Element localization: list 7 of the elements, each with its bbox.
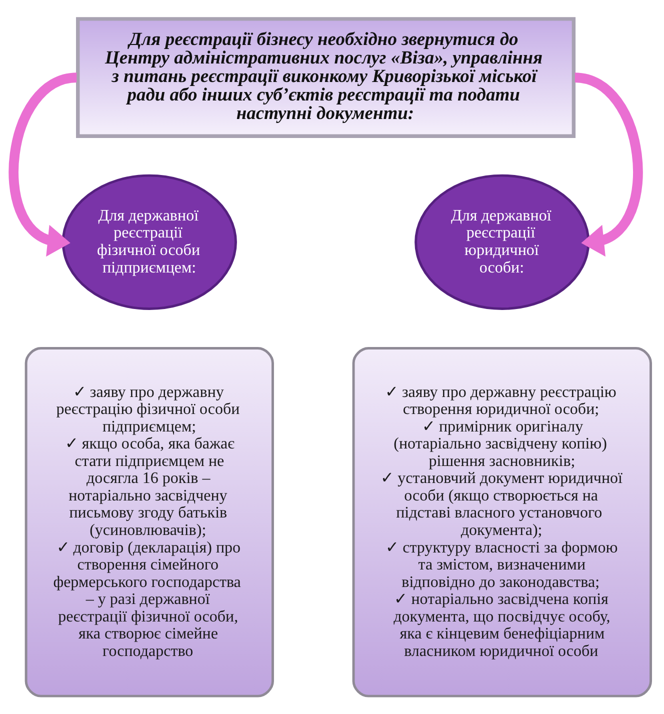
arrow <box>8 72 78 256</box>
node-box: Для реєстрації бізнесу необхідно звернутися до Центру адміністративних послуг «Віза», управління з питань реєстрації виконкому Криворізької міської ради або інших суб’єктів реєстрації та подати наступні документи: <box>76 16 576 138</box>
node-box: ✓ заяву про державну реєстрацію фізичної особи підприємцем; ✓ якщо особа, яка бажає стати підприємцем не досягла 16 років – нотаріально засвідчену письмову згоду батьків (усиновлювачів); ✓ договір (декларація) про створення сімейного фермерського господарства – у разі державної реєстрації фізичної особи, яка створює сімейне господарство <box>24 346 274 697</box>
node-ellipse: Для державної реєстрації фізичної особи підприємцем: <box>62 174 237 310</box>
node-ellipse: Для державної реєстрації юридичної особи: <box>414 174 590 310</box>
node-box: ✓ заяву про державну реєстрацію створення юридичної особи; ✓ примірник оригіналу (нотаріально засвідчену копію) рішення засновників; ✓ установчий документ юридичної особи (якщо створюється на підставі власного установчого документа); ✓ структуру власності за формою та змістом, визначеними відповідно до законодавства; ✓ нотаріально засвідчена копія документа, що посвідчує особу, яка є кінцевим бенефіціарним власником юридичної особи <box>352 346 652 697</box>
arrow <box>574 72 643 256</box>
